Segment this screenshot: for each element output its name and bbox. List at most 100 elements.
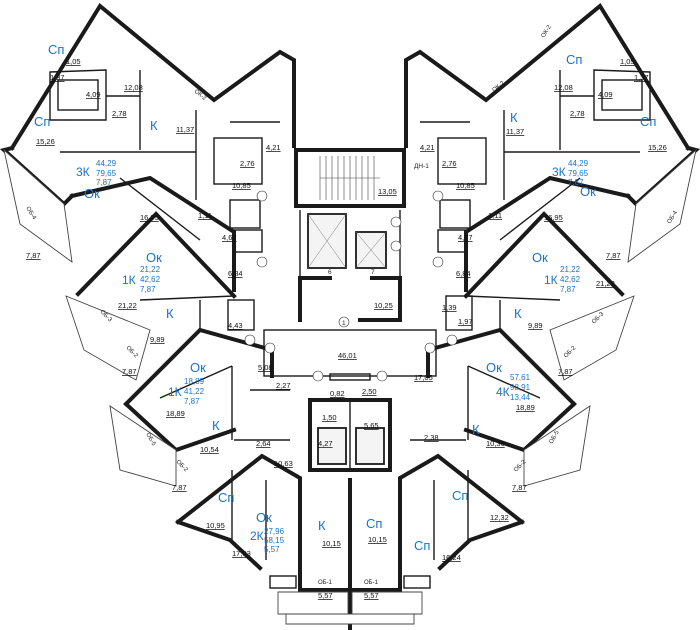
room-area: 11,37	[176, 125, 194, 134]
room-label: Ок	[84, 186, 100, 201]
apartment-total: 44,29	[568, 159, 589, 168]
area-label: 1,05	[620, 57, 635, 66]
room-label: Сп	[218, 490, 234, 505]
ob-tag: ОБ-1	[318, 580, 333, 586]
apartment-top-left: Сп Сп 15,26 К 11,37 Ок 3К 44,29 79,65 7,…	[26, 42, 281, 260]
area-label: 4,09	[598, 90, 613, 99]
area-label: 7,87	[26, 251, 41, 260]
area-label: 16,95	[140, 213, 159, 222]
area-label: 4,09	[86, 90, 101, 99]
apartment-total: 27,96	[264, 527, 285, 536]
area-label: 2,76	[442, 159, 457, 168]
apartment-low-left: Ок 1К 18,89 41,22 7,87 18,89 К 10,54 5,0…	[166, 360, 293, 492]
room-area: 10,15	[322, 539, 341, 548]
room-label: Сп	[640, 114, 656, 129]
ok-tag: ОК-2	[541, 24, 554, 39]
room-label: К	[472, 422, 480, 437]
room-label: Сп	[452, 488, 468, 503]
area-label: 7,87	[558, 367, 573, 376]
door-6: 6	[328, 269, 332, 276]
apartment-type: 3К	[552, 165, 566, 179]
room-label: Ок	[256, 510, 272, 525]
area-label: 6,84	[228, 269, 243, 278]
apartment-balcony: 7,87	[140, 285, 156, 294]
core	[263, 148, 437, 630]
balcony-tags: ОК-2 ОК-2 ОК-2 ОБ-4 ОБ-4 ОБ-3 ОБ-3 ОБ-2 …	[24, 24, 679, 586]
apartment-balcony: 7,87	[184, 397, 200, 406]
room-area: 10,54	[200, 445, 219, 454]
apartment-living: 79,65	[96, 169, 117, 178]
room-label: Ок	[146, 250, 162, 265]
apartment-living: 79,65	[568, 169, 589, 178]
apartment-type: 1К	[168, 385, 182, 399]
room-label: Ок	[486, 360, 502, 375]
room-area: 9,89	[150, 335, 165, 344]
area-label: 5,57	[318, 591, 333, 600]
area-label: 1,05	[66, 57, 81, 66]
room-area: 12,32	[490, 513, 509, 522]
area-label: 1,11	[198, 211, 212, 220]
area-label: 5,57	[364, 591, 379, 600]
stair-area: 13,05	[378, 187, 397, 196]
utility-a-area: 1,50	[322, 413, 337, 422]
corridor-left-area: 0,82	[330, 389, 345, 398]
apartment-mid-left: Ок 1К 21,22 42,62 7,87 К 9,89 1,11 4,67 …	[118, 211, 243, 376]
area-label: 2,78	[112, 109, 127, 118]
area-label: 17,05	[414, 373, 433, 382]
apartment-total: 21,22	[560, 265, 581, 274]
room-area: 11,37	[506, 127, 524, 136]
area-label: 7,87	[606, 251, 621, 260]
area-label: 10,85	[456, 181, 475, 190]
apartment-top-right: Сп Сп 15,26 К 11,37 Ок 3К 44,29 79,65 7,…	[420, 52, 667, 260]
dn-label: ДН-1	[414, 163, 429, 170]
room-label: Ок	[580, 184, 596, 199]
area-label: 2,27	[276, 381, 291, 390]
ob-tag: ОБ-1	[364, 580, 379, 586]
area-label: 2,64	[256, 439, 271, 448]
room-area: 10,15	[368, 535, 387, 544]
room-label: К	[150, 118, 158, 133]
apartment-living: 41,22	[184, 387, 205, 396]
room-area: 10,36	[486, 439, 505, 448]
room-area: 18,89	[516, 403, 535, 412]
apartment-mid-right: Ок 1К 21,22 42,62 7,87 21,22 К 9,89 1,11…	[442, 211, 615, 376]
room-label: Сп	[48, 42, 64, 57]
area-label: 6,84	[456, 269, 471, 278]
area-label: 7,87	[122, 367, 137, 376]
area-label: 21,22	[118, 301, 137, 310]
apartment-type: 2К	[250, 529, 264, 543]
utility-c-area: 4,27	[318, 439, 333, 448]
area-label: 2,78	[570, 109, 585, 118]
area-label: 4,67	[222, 233, 237, 242]
balconies	[3, 148, 697, 625]
corridor-right-area: 2,50	[362, 387, 377, 396]
room-area: 17,03	[232, 549, 251, 558]
room-label: Сп	[366, 516, 382, 531]
room-label: Ок	[532, 250, 548, 265]
room-label: Ок	[190, 360, 206, 375]
area-label: 4,43	[228, 321, 243, 330]
apartment-type: 4К	[496, 385, 510, 399]
area-label: 7,87	[172, 483, 187, 492]
area-label: 1,11	[488, 211, 502, 220]
room-label: К	[318, 518, 326, 533]
apartment-type: 3К	[76, 165, 90, 179]
ob-tag: ОБ-2	[175, 459, 190, 474]
apartment-living: 98,91	[510, 383, 531, 392]
apartment-living: 58,15	[264, 536, 285, 545]
room-label: Сп	[34, 114, 50, 129]
apartment-balcony: 7,87	[96, 178, 112, 187]
area-label: 10,85	[232, 181, 251, 190]
room-label: К	[212, 418, 220, 433]
apartment-low-right: Ок 4К 57,61 98,91 13,44 18,89 К 10,36 Сп…	[366, 360, 535, 562]
room-area: 9,89	[528, 321, 543, 330]
apartment-type: 1К	[122, 273, 136, 287]
area-label: 12,08	[124, 83, 143, 92]
room-area: 16,24	[442, 553, 461, 562]
apartment-balcony: 7,87	[568, 178, 584, 187]
area-label: 10,63	[274, 459, 293, 468]
area-label: 4,67	[458, 233, 473, 242]
room-label: К	[166, 306, 174, 321]
area-label: 1,37	[634, 73, 649, 82]
room-label: Сп	[566, 52, 582, 67]
